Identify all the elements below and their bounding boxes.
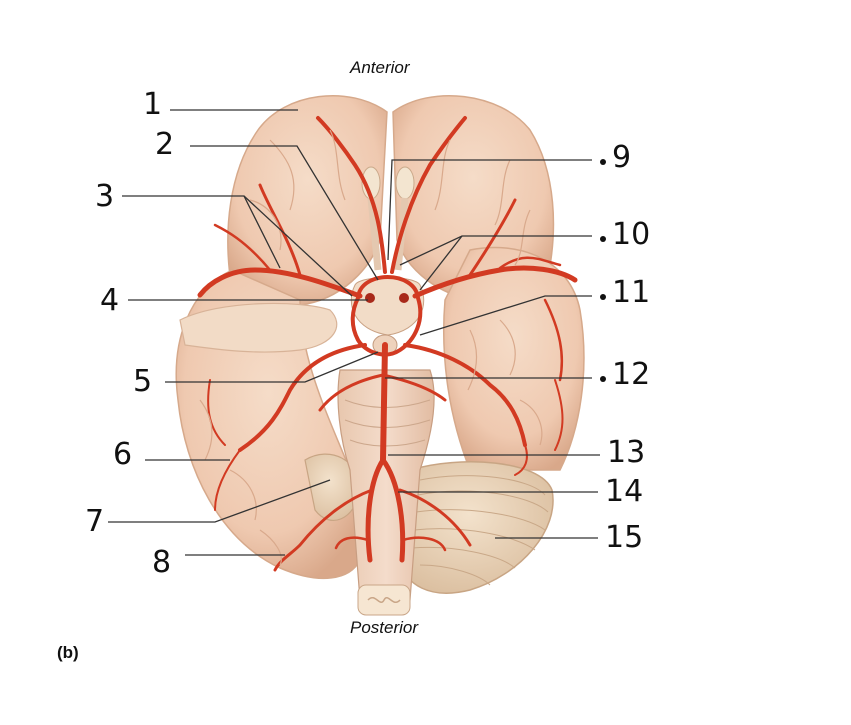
callout-7: 7 bbox=[85, 504, 105, 539]
cut-surface bbox=[179, 302, 338, 353]
callout-11-dot bbox=[600, 294, 606, 300]
callout-15: 15 bbox=[605, 520, 644, 555]
callout-4: 4 bbox=[100, 283, 120, 318]
cerebellum bbox=[304, 453, 554, 594]
callout-11: 11 bbox=[612, 275, 651, 310]
callout-3: 3 bbox=[95, 179, 115, 214]
callout-14: 14 bbox=[605, 474, 644, 509]
callout-8: 8 bbox=[152, 545, 172, 580]
callout-10-dot bbox=[600, 236, 606, 242]
callout-12: 12 bbox=[612, 357, 651, 392]
callout-9-dot bbox=[600, 159, 606, 165]
arteries bbox=[197, 116, 578, 572]
callout-5: 5 bbox=[133, 364, 153, 399]
callout-10: 10 bbox=[612, 217, 651, 252]
leader-lines bbox=[108, 109, 600, 556]
posterior-label: Posterior bbox=[350, 618, 419, 637]
panel-label: (b) bbox=[57, 643, 79, 662]
circle-of-willis bbox=[350, 275, 425, 357]
callout-9: 9 bbox=[612, 140, 632, 175]
callout-6: 6 bbox=[113, 437, 133, 472]
anterior-label: Anterior bbox=[350, 58, 410, 77]
callout-1: 1 bbox=[143, 87, 163, 122]
callout-2: 2 bbox=[155, 127, 175, 162]
gyri-texture bbox=[199, 129, 543, 566]
callout-12-dot bbox=[600, 376, 606, 382]
callout-13: 13 bbox=[607, 435, 646, 470]
